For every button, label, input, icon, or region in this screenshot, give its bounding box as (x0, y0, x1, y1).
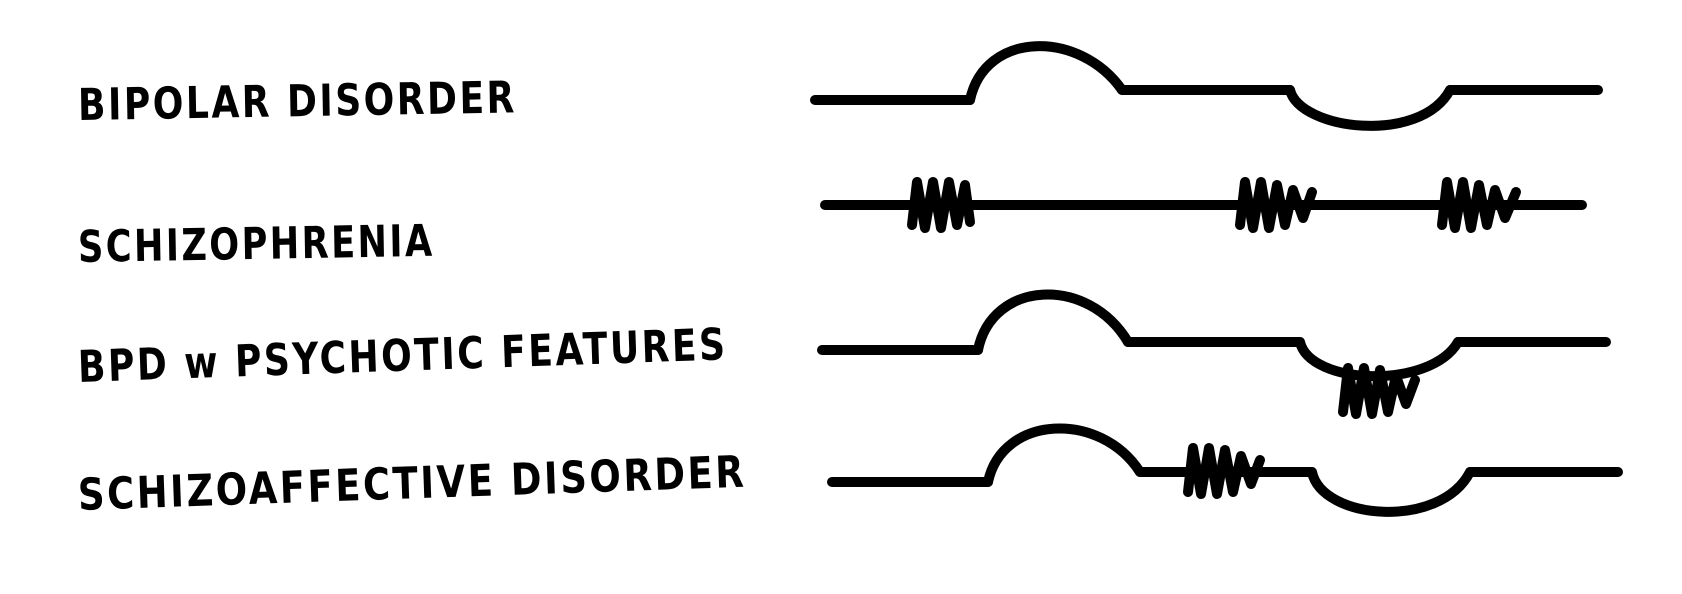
psychosis-episode (1235, 177, 1317, 233)
timeline-schizophrenia (820, 177, 1587, 233)
psychosis-episode (1437, 177, 1521, 233)
mania-episode (965, 41, 1127, 105)
mania-episode (973, 289, 1133, 355)
timeline-schizoaffective-disorder (827, 423, 1623, 517)
depression-episode (1307, 467, 1475, 517)
psychosis-episode (907, 177, 975, 233)
mania-episode (983, 423, 1145, 487)
depression-episode (1285, 85, 1455, 131)
timeline-bipolar-disorder (810, 41, 1603, 131)
psychosis-episode (1338, 363, 1420, 419)
timeline-bpd-psychotic-features (817, 289, 1611, 419)
psychosis-episode (1183, 443, 1265, 499)
depression-episode (1295, 337, 1463, 382)
